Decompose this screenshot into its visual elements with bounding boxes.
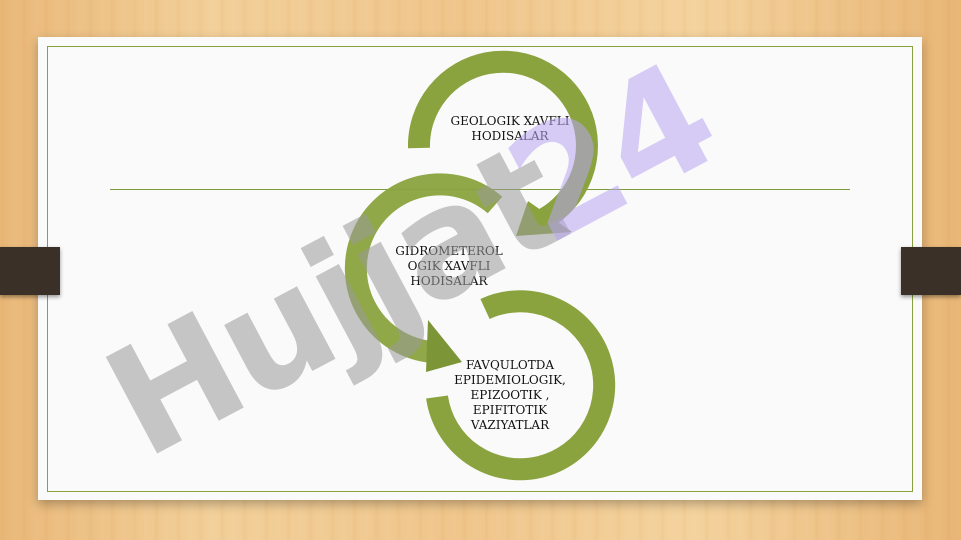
cycle-ring-2	[344, 173, 503, 372]
right-binder-clip	[901, 247, 961, 295]
ring-1-arrowhead	[516, 201, 572, 236]
slide-board	[38, 37, 922, 500]
left-binder-clip	[0, 247, 60, 295]
cycle-ring-1	[407, 50, 598, 236]
ring-2-arrowhead	[426, 320, 462, 372]
item-label-geologik: GEOLOGIK XAVFLI HODISALAR	[450, 114, 570, 143]
item-label-gidrometerologik: GIDROMETEROL OGIK XAVFLI HODISALAR	[395, 244, 503, 288]
item-label-favqulotda: FAVQULOTDA EPIDEMIOLOGIK, EPIZOOTIK , EP…	[454, 358, 566, 432]
cycle-ring-3	[426, 290, 616, 481]
